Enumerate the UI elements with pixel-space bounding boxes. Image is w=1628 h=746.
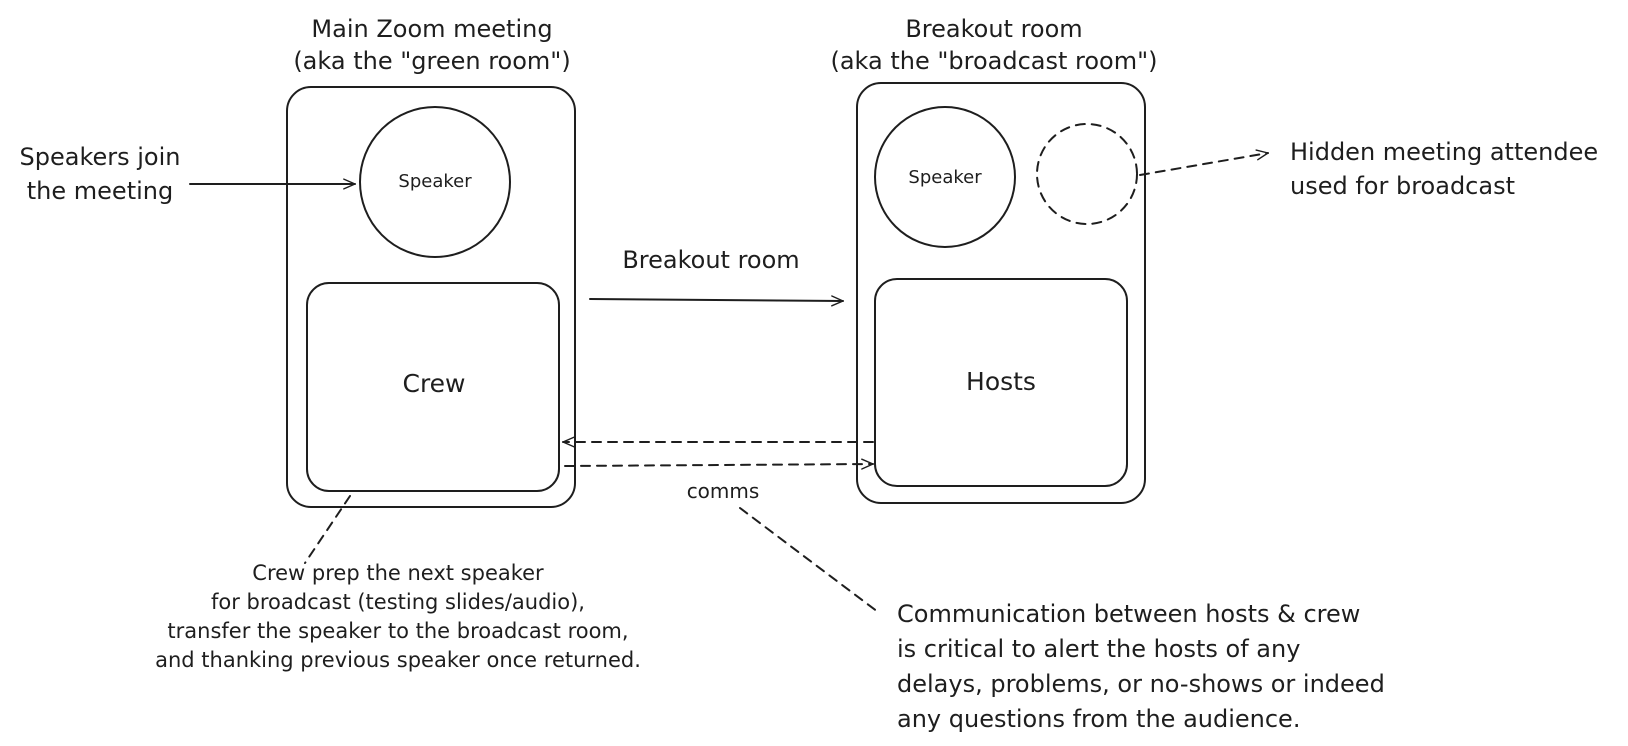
breakout-arrow-label: Breakout room <box>622 246 799 274</box>
comms-arrow-to-hosts <box>564 458 874 470</box>
hidden-attendee-circle <box>1036 123 1138 225</box>
main-meeting-box <box>286 86 576 508</box>
breakout-title: Breakout room <box>905 15 1082 43</box>
breakout-subtitle: (aka the "broadcast room") <box>830 47 1157 75</box>
crew-note-line-2: for broadcast (testing slides/audio), <box>211 590 585 614</box>
breakout-group: Breakout room (aka the "broadcast room")… <box>830 15 1158 504</box>
comms-label: comms <box>687 479 760 503</box>
hosts-box <box>874 278 1128 487</box>
breakout-arrow <box>589 295 844 307</box>
comms-note-line-4: any questions from the audience. <box>897 705 1300 733</box>
breakout-speaker-label: Speaker <box>908 167 982 188</box>
breakout-box <box>856 82 1146 504</box>
crew-note: Crew prep the next speaker for broadcast… <box>155 561 641 672</box>
hosts-label: Hosts <box>966 367 1036 396</box>
crew-note-line-3: transfer the speaker to the broadcast ro… <box>167 619 628 643</box>
comms-note-line-2: is critical to alert the hosts of any <box>897 635 1300 663</box>
comms-note: Communication between hosts & crew is cr… <box>897 600 1385 733</box>
hidden-attendee-arrow <box>1139 149 1269 176</box>
speakers-join-label-2: the meeting <box>27 177 173 205</box>
speakers-join-label-1: Speakers join <box>20 143 181 171</box>
crew-label: Crew <box>402 369 465 398</box>
comms-note-line-3: delays, problems, or no-shows or indeed <box>897 670 1385 698</box>
breakout-speaker-circle <box>874 106 1016 248</box>
main-meeting-subtitle: (aka the "green room") <box>293 47 570 75</box>
main-speaker-circle <box>359 106 511 258</box>
hidden-attendee-label-1: Hidden meeting attendee <box>1290 138 1598 166</box>
comms-note-connector <box>739 507 879 613</box>
crew-note-line-1: Crew prep the next speaker <box>252 561 544 585</box>
crew-box <box>306 282 560 492</box>
main-meeting-group: Main Zoom meeting (aka the "green room")… <box>286 15 576 508</box>
main-meeting-title: Main Zoom meeting <box>311 15 552 43</box>
main-speaker-label: Speaker <box>398 171 472 192</box>
crew-note-line-4: and thanking previous speaker once retur… <box>155 648 641 672</box>
hidden-attendee-label-2: used for broadcast <box>1290 172 1515 200</box>
comms-note-line-1: Communication between hosts & crew <box>897 600 1360 628</box>
crew-note-connector <box>304 495 351 564</box>
